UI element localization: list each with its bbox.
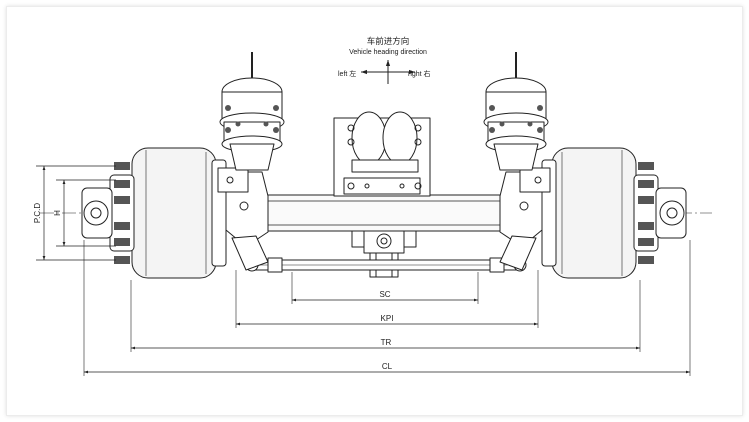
direction-subtitle: Vehicle heading direction	[349, 49, 427, 56]
dimension-kpi: KPI	[236, 314, 538, 326]
direction-right-label: right 右	[408, 69, 431, 78]
center-air-spring	[333, 111, 431, 197]
dimension-sc: SC	[292, 290, 478, 302]
left-brake-chamber	[219, 52, 285, 171]
direction-left-label: left 左	[338, 69, 356, 78]
direction-title: 车前进方向	[367, 36, 410, 46]
center-bracket	[351, 230, 417, 278]
right-wheel-end	[483, 52, 687, 279]
kpi-label: KPI	[381, 314, 394, 323]
right-brake-drum	[551, 147, 637, 279]
direction-indicator: 车前进方向 Vehicle heading direction left 左 r…	[338, 36, 431, 84]
dimension-cl: CL	[84, 362, 690, 374]
dimension-h: H	[53, 179, 116, 247]
h-label: H	[53, 210, 62, 216]
pcd-label: P.C.D	[33, 203, 42, 224]
dimension-tr: TR	[131, 338, 640, 350]
tr-label: TR	[381, 338, 392, 347]
tie-rod	[245, 257, 527, 273]
dimension-pcd: P.C.D	[33, 165, 116, 261]
axle-beam	[261, 194, 503, 232]
right-brake-chamber	[483, 52, 549, 171]
cl-label: CL	[382, 362, 393, 371]
sc-label: SC	[379, 290, 390, 299]
left-wheel-end	[81, 52, 285, 279]
left-brake-drum	[131, 147, 217, 279]
extension-lines	[83, 240, 691, 376]
